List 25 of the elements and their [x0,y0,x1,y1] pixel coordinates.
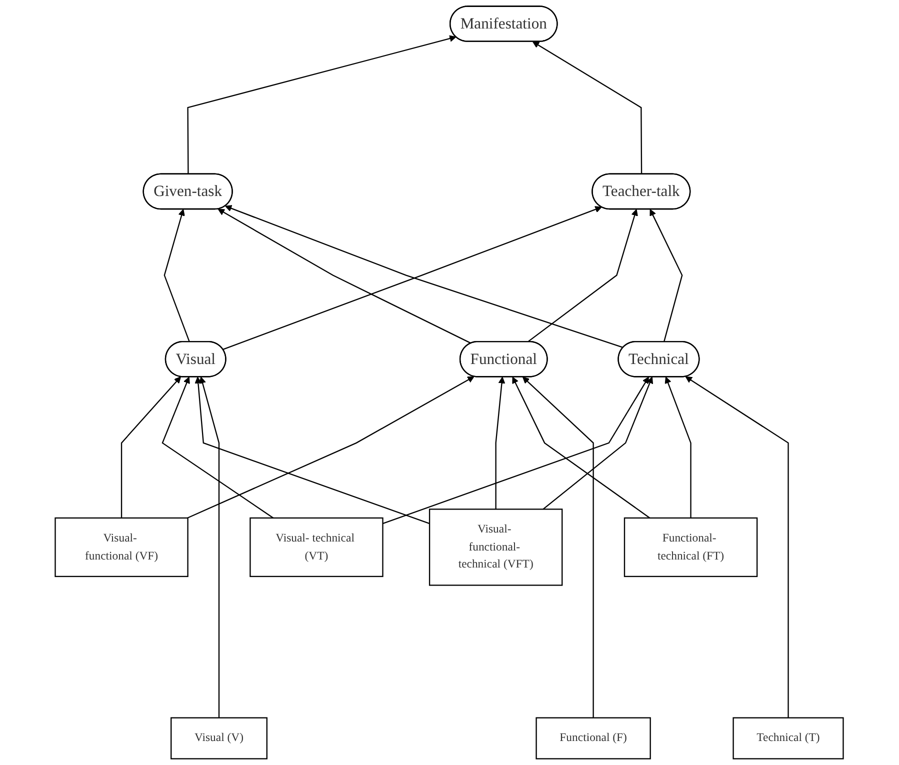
arrow [187,376,475,519]
arrow [543,376,654,510]
node-box: Visual- technical (VT) [250,517,384,578]
arrow [187,35,457,174]
arrow [532,41,642,174]
arrow [650,209,683,342]
arrow [164,209,190,342]
node-box: Visual (V) [170,717,268,760]
arrow [121,376,182,518]
node-box: Technical (T) [732,717,844,760]
arrow [382,376,650,524]
arrow [512,376,650,518]
arrow [686,376,790,718]
arrow [195,376,430,524]
node-box: Visual- functional (VF) [54,517,189,578]
arrow [218,208,472,344]
node-box: Visual- functional- technical (VFT) [429,508,563,586]
node-box: Functional (F) [536,717,652,760]
arrow [200,376,220,718]
arrow [665,376,692,518]
node-box: Functional- technical (FT) [624,517,758,578]
arrow [528,209,638,342]
arrow [162,376,274,518]
arrow [522,376,594,718]
arrow [496,376,506,510]
